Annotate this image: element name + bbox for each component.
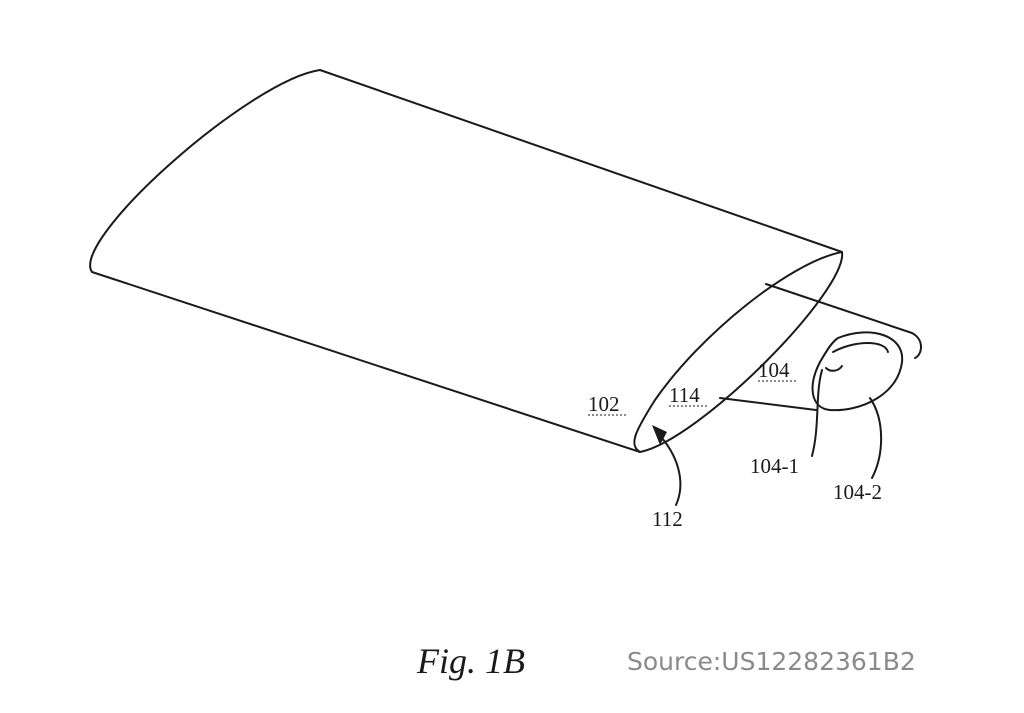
source-reference: Source:US12282361B2 [627,647,916,676]
insert-bottom-edge [719,397,817,411]
figure-caption: Fig. 1B [417,641,525,681]
insert-top-edge [765,283,913,334]
label-112: 112 [652,507,683,531]
housing-outline [89,69,844,453]
insert-end-cap-ring [825,342,889,372]
leader-104-2 [869,397,883,479]
label-102: 102 [588,392,620,416]
leader-104-1 [811,369,823,457]
label-104-2: 104-2 [833,480,882,504]
label-104-1: 104-1 [750,454,799,478]
arrow-112-icon [652,425,667,445]
insert-end-cap [811,331,922,412]
housing-opening-rim [633,251,843,453]
label-104: 104 [758,358,790,382]
leader-112 [661,437,682,506]
label-114: 114 [669,383,700,407]
